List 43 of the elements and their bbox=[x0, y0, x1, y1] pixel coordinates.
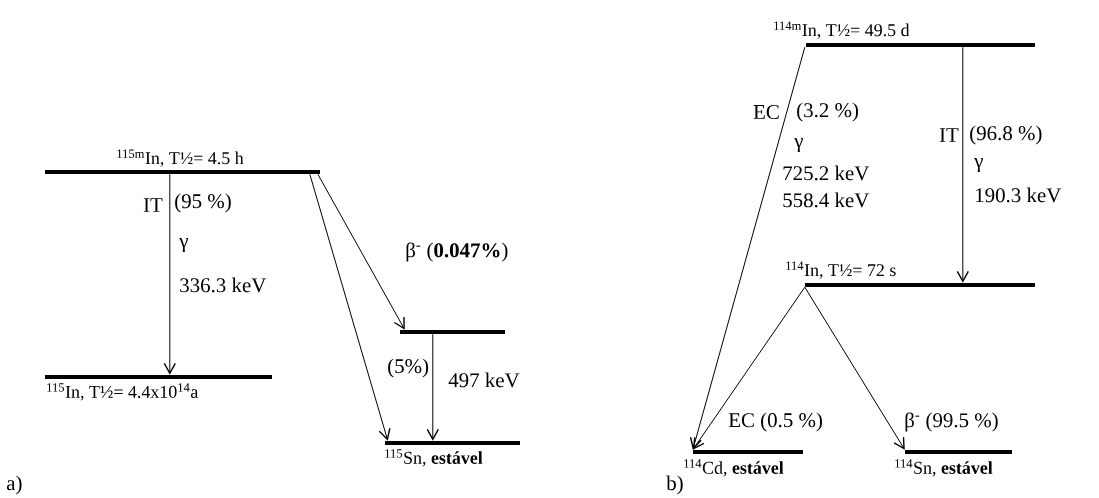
node-label: $^{115}$Sn, estável bbox=[385, 449, 483, 467]
arrow bbox=[692, 286, 806, 450]
label: (96.8 %) bbox=[970, 125, 1042, 145]
energy-level-bar bbox=[400, 330, 505, 334]
label: 336.3 keV bbox=[180, 277, 267, 293]
energy-level: $^{114}$Sn, estável bbox=[895, 450, 1012, 477]
label: γ bbox=[794, 137, 803, 152]
arrow bbox=[689, 46, 806, 450]
energy-level: $^{115}$In, T½= 4.4x10$^{14}$a bbox=[45, 375, 272, 401]
label: IT bbox=[939, 128, 959, 142]
energy-level: $^{114}$Cd, estável bbox=[684, 450, 803, 477]
label: 725.2 keV bbox=[783, 165, 870, 181]
label: (3.2 %) bbox=[797, 102, 859, 122]
label: EC bbox=[753, 104, 779, 119]
node-label: $^{114}$In, T½= 72 s bbox=[786, 261, 896, 279]
arrow bbox=[804, 286, 905, 450]
label: b) bbox=[666, 475, 683, 495]
energy-level: $^{115m}$In, T½= 4.5 h bbox=[45, 149, 320, 174]
label: (95 %) bbox=[175, 193, 231, 213]
node-label: $^{114}$Sn, estável bbox=[895, 459, 993, 477]
node-label: $^{115}$In, T½= 4.4x10$^{14}$a bbox=[47, 383, 199, 401]
node-label: $^{115m}$In, T½= 4.5 h bbox=[117, 149, 244, 167]
edge-label: 497 keV bbox=[447, 371, 521, 389]
label: γ bbox=[974, 157, 983, 172]
arrow bbox=[163, 173, 176, 375]
energy-level: $^{114}$In, T½= 72 s bbox=[786, 261, 1035, 287]
arrow bbox=[317, 173, 405, 330]
edge-label: EC (0.5 %) bbox=[727, 411, 824, 433]
edge-label: β$^{-}$ (0.047%) bbox=[404, 241, 510, 263]
arrow bbox=[956, 46, 969, 283]
label: 190.3 keV bbox=[976, 187, 1062, 203]
energy-level: $^{114m}$In, T½= 49.5 d bbox=[774, 21, 1035, 47]
edge-label: β$^{-}$ (99.5 %) bbox=[903, 411, 1000, 433]
node-label: $^{114}$Cd, estável bbox=[684, 459, 784, 477]
node-label: $^{114m}$In, T½= 49.5 d bbox=[774, 21, 910, 39]
label: IT bbox=[143, 198, 163, 212]
label: 558.4 keV bbox=[783, 192, 870, 208]
energy-level: $^{115}$Sn, estável bbox=[385, 441, 520, 467]
label: γ bbox=[179, 237, 188, 252]
arrow bbox=[426, 333, 439, 441]
edge-label: (5%) bbox=[386, 357, 431, 379]
arrow bbox=[309, 173, 391, 441]
label: a) bbox=[6, 475, 22, 495]
